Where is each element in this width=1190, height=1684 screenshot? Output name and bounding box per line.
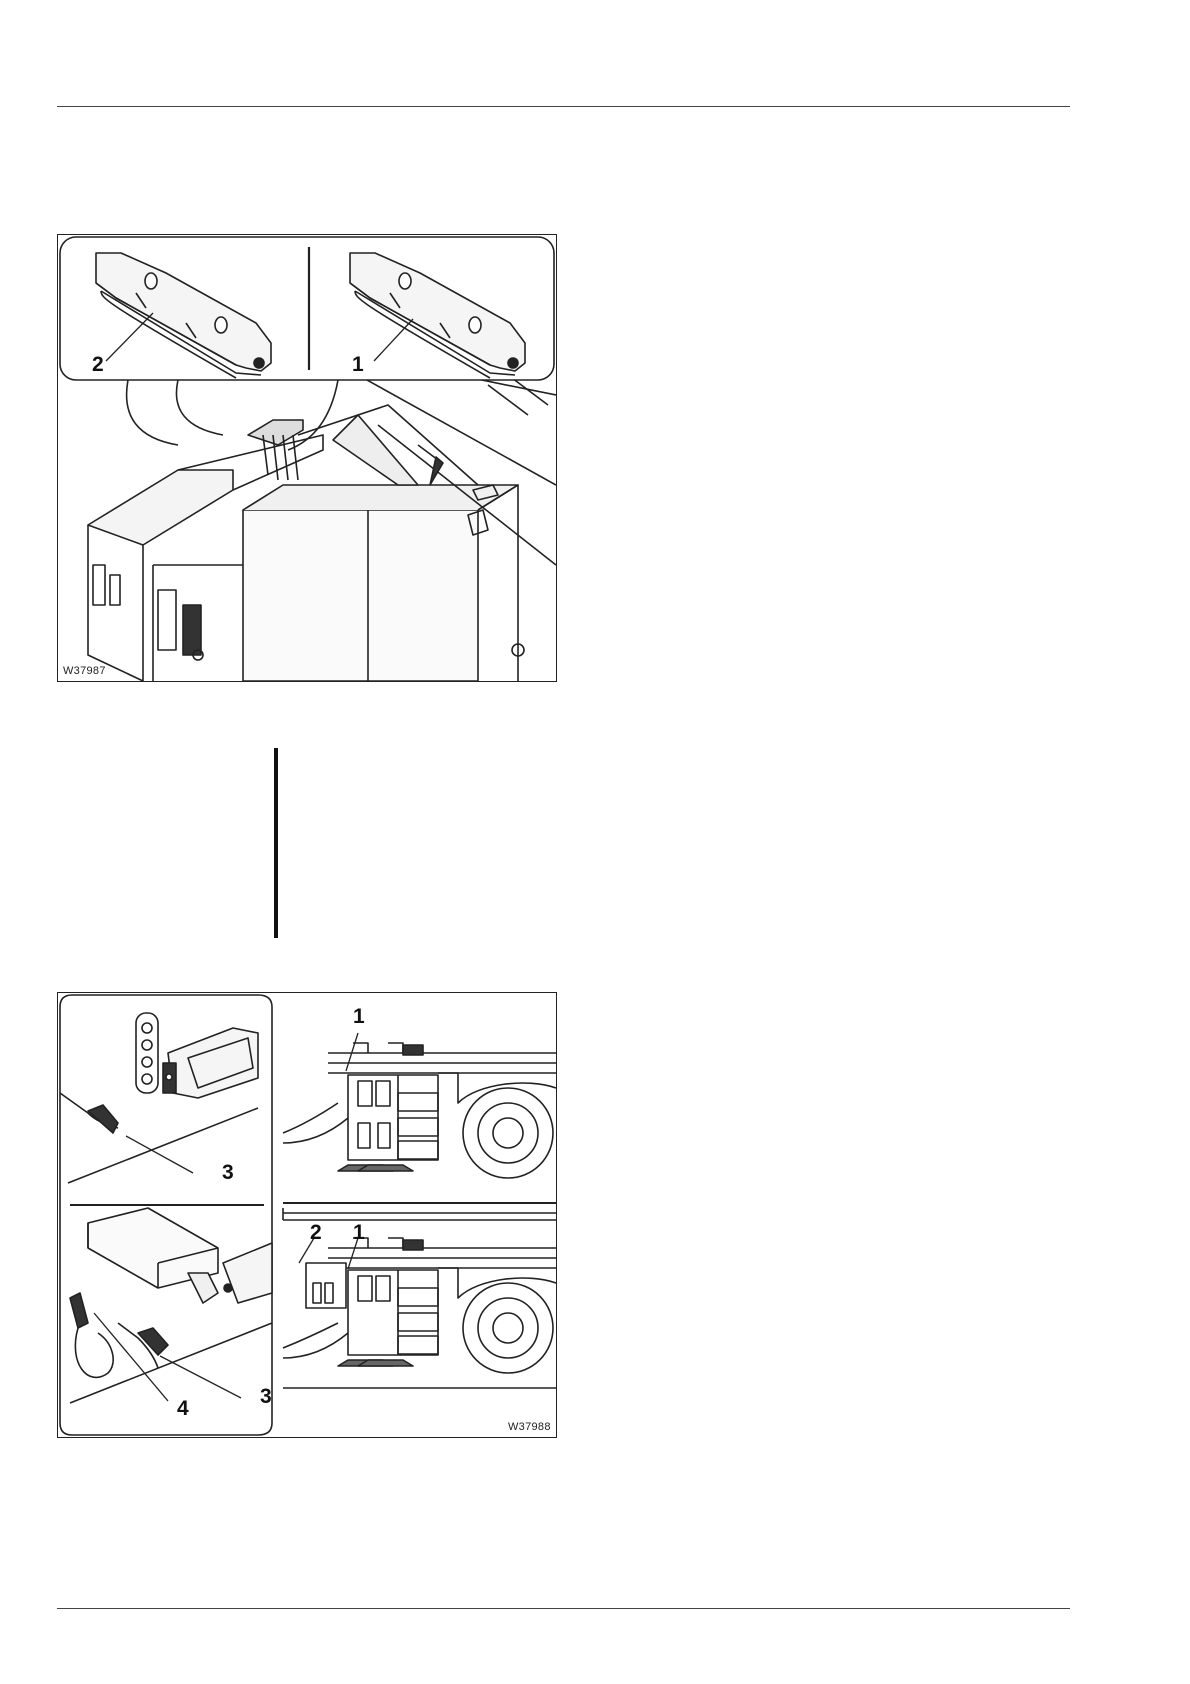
callout-1-bottom: 1 [353, 1221, 365, 1245]
callout-2: 2 [92, 353, 104, 377]
callout-2-bottom: 2 [310, 1221, 322, 1245]
figure-w37987-drawing [58, 235, 556, 681]
header-rule [57, 106, 1070, 107]
figure-w37988-drawing [58, 993, 556, 1437]
callout-3-bottom: 3 [260, 1385, 272, 1409]
figure-w37988: 1 3 2 1 4 3 W37988 [57, 992, 557, 1438]
footer-rule [57, 1608, 1070, 1609]
callout-1: 1 [352, 353, 364, 377]
callout-1-top: 1 [353, 1005, 365, 1029]
callout-4: 4 [177, 1397, 189, 1421]
change-bar [274, 748, 278, 938]
figure-code: W37988 [508, 1421, 551, 1433]
figure-code: W37987 [63, 665, 106, 677]
figure-w37987: 2 1 W37987 [57, 234, 557, 682]
callout-3-top: 3 [222, 1161, 234, 1185]
